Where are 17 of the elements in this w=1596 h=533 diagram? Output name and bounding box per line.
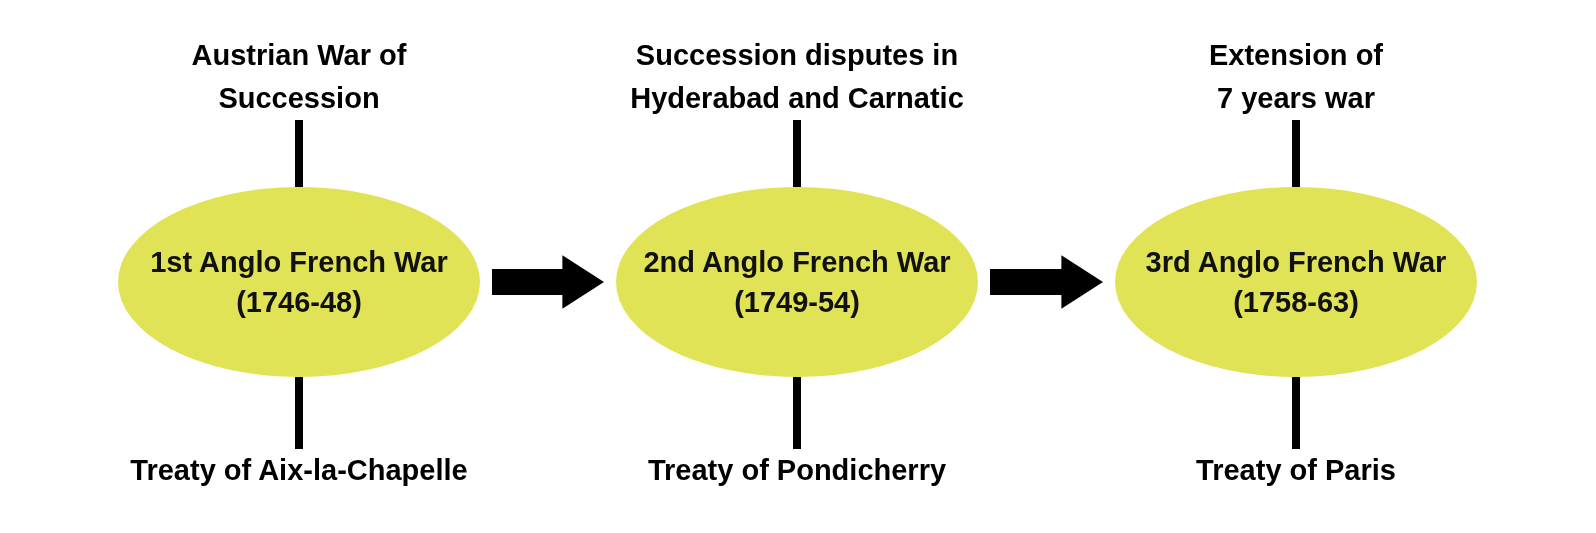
war-dates: (1758-63): [1233, 285, 1359, 320]
war-ellipse: [118, 187, 480, 377]
event-label: Treaty of Pondicherry: [646, 449, 948, 492]
event-label: Succession disputes in Hyderabad and Carnatic: [629, 34, 965, 120]
war-name: 1st Anglo French War: [150, 245, 448, 280]
war-name: 3rd Anglo French War: [1145, 245, 1447, 280]
war-ellipse: [616, 187, 978, 377]
event-label: Treaty of Paris: [1195, 449, 1397, 492]
event-label: Treaty of Aix-la-Chapelle: [129, 449, 469, 492]
war-dates: (1746-48): [236, 285, 362, 320]
arrow: [990, 255, 1103, 309]
war-ellipse: [1115, 187, 1477, 377]
arrow: [492, 255, 604, 309]
war-dates: (1749-54): [734, 285, 860, 320]
war-name: 2nd Anglo French War: [643, 245, 951, 280]
event-label: Extension of 7 years war: [1207, 34, 1385, 120]
event-label: Austrian War of Succession: [190, 34, 408, 120]
